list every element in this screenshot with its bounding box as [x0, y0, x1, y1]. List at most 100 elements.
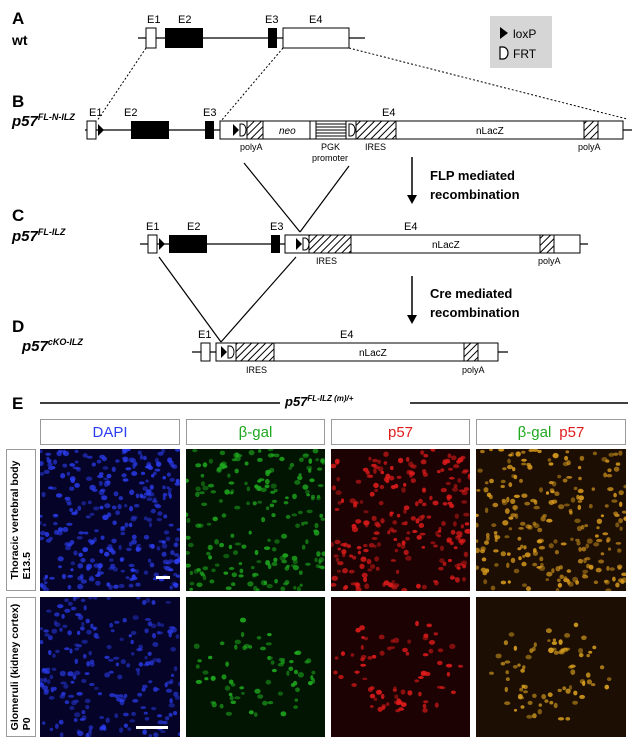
- c-polyA-label: polyA: [538, 256, 561, 266]
- panel-a-letter: A: [12, 9, 24, 28]
- c-ires: [308, 234, 352, 254]
- wt-label-e1: E1: [147, 14, 160, 26]
- wt-exon4: [282, 27, 350, 49]
- micrograph-glomeruli-merge: [476, 597, 626, 737]
- c-loxp-2: [296, 238, 302, 250]
- merge-p57-label: p57: [559, 423, 585, 441]
- flp-label-2: recombination: [430, 187, 520, 202]
- wt-label-e3: E3: [265, 14, 278, 26]
- b-pgk: [315, 120, 347, 140]
- scale-bar-row2: [136, 726, 168, 729]
- b-polyA-label-1: polyA: [240, 142, 263, 152]
- row-label-glomeruli: Glomeruli (kidney cortex)P0: [6, 597, 36, 737]
- legend-frt: FRT: [513, 47, 537, 61]
- c-exon4: [284, 234, 581, 254]
- b-polyA-1: [246, 120, 264, 140]
- b-polyA-label-2: polyA: [578, 142, 601, 152]
- micrograph-glomeruli-p57: [331, 597, 470, 737]
- d-nlacz-label: nLacZ: [359, 348, 387, 359]
- micrograph-glomeruli-dapi: [40, 597, 180, 737]
- micrograph-vertebral-p57: [331, 449, 470, 591]
- panel-e-genotype: p57FL-ILZ (m)/+: [284, 394, 354, 409]
- b-exon2: [131, 121, 169, 139]
- cre-label-2: recombination: [430, 305, 520, 320]
- wt-exon1: [145, 27, 157, 49]
- row2-label-line2: P0: [21, 717, 33, 731]
- c-label-e1: E1: [146, 221, 159, 233]
- panel-b-allele: p57FL-N-ILZ: [11, 112, 75, 130]
- b-exon3: [205, 121, 214, 139]
- c-label-e2: E2: [187, 221, 200, 233]
- micrograph-vertebral-dapi: [40, 449, 180, 591]
- c-exon1: [147, 234, 158, 254]
- b-pgk-label-1: PGK: [321, 142, 340, 152]
- panel-d-letter: D: [12, 317, 24, 336]
- column-header-p57: p57: [331, 419, 470, 445]
- d-frt: [227, 345, 235, 359]
- flp-label-1: FLP mediated: [430, 168, 515, 183]
- column-header-dapi: DAPI: [40, 419, 180, 445]
- bgal-label: β-gal: [238, 423, 273, 441]
- legend-loxp: loxP: [513, 27, 536, 41]
- b-polyA-2: [583, 120, 599, 140]
- c-exon2: [169, 235, 207, 253]
- micrograph-vertebral-bgal: [186, 449, 325, 591]
- c-loxp-1: [159, 238, 165, 250]
- b-neo: [262, 120, 311, 140]
- d-ires: [235, 342, 275, 362]
- b-label-e1: E1: [89, 107, 102, 119]
- b-ires: [355, 120, 397, 140]
- panel-a: A wt E1 E2 E3 E4: [11, 9, 365, 49]
- b-neo-label: neo: [279, 126, 296, 137]
- micrograph-glomeruli-bgal: [186, 597, 325, 737]
- panel-d-allele: p57cKO-ILZ: [21, 337, 83, 355]
- wt-exon2: [165, 28, 203, 48]
- c-nlacz-label: nLacZ: [432, 240, 460, 251]
- c-ires-label: IRES: [316, 256, 337, 266]
- b-loxp-2: [233, 124, 239, 136]
- panel-d: D p57cKO-ILZ nLacZ E1 E4 IRES polyA: [12, 317, 508, 375]
- row1-label-line1: Thoracic vertebral body: [9, 460, 21, 580]
- b-loxp-1: [98, 124, 104, 136]
- loxp-triangle-icon: [500, 27, 508, 39]
- panel-c: C p57FL-ILZ nLacZ E1 E2 E3 E4 IRES polyA: [11, 206, 588, 266]
- column-header-merge: β-gal p57: [476, 419, 626, 445]
- micrograph-vertebral-merge: [476, 449, 626, 591]
- b-frt-2: [348, 123, 356, 137]
- d-loxp: [221, 346, 227, 358]
- panel-c-allele: p57FL-ILZ: [11, 227, 66, 245]
- cre-label-1: Cre mediated: [430, 286, 512, 301]
- panel-b-letter: B: [12, 92, 24, 111]
- wt-label-e2: E2: [178, 14, 191, 26]
- b-pgk-label-2: promoter: [312, 153, 348, 163]
- column-header-bgal: β-gal: [186, 419, 325, 445]
- panel-c-letter: C: [12, 206, 24, 225]
- wt-label-e4: E4: [309, 14, 322, 26]
- panel-a-subtitle: wt: [11, 32, 28, 48]
- d-exon4: [215, 342, 499, 362]
- panel-e-header: E p57FL-ILZ (m)/+: [12, 392, 628, 413]
- dapi-label: DAPI: [92, 423, 128, 441]
- p57-label: p57: [387, 423, 414, 441]
- legend: loxP FRT: [490, 16, 552, 68]
- d-label-e1: E1: [198, 329, 211, 341]
- b-nlacz-label: nLacZ: [476, 126, 504, 137]
- d-label-e4: E4: [340, 329, 353, 341]
- row2-label-line1: Glomeruli (kidney cortex): [9, 603, 21, 731]
- c-label-e3: E3: [270, 221, 283, 233]
- c-frt: [302, 237, 310, 251]
- panel-e-letter: E: [12, 394, 23, 413]
- b-exon1: [86, 120, 97, 140]
- b-label-e2: E2: [124, 107, 137, 119]
- frt-d-icon: [499, 46, 509, 60]
- d-exon1: [200, 342, 211, 362]
- d-polyA-label: polyA: [462, 365, 485, 375]
- wt-exon3: [268, 28, 277, 48]
- c-exon3: [271, 235, 280, 253]
- row1-label-line2: E13.5: [21, 552, 33, 580]
- c-polyA: [539, 234, 555, 254]
- panel-b: B p57FL-N-ILZ neo nLacZ E1 E2 E3 E4 poly…: [11, 92, 632, 163]
- d-polyA: [463, 342, 479, 362]
